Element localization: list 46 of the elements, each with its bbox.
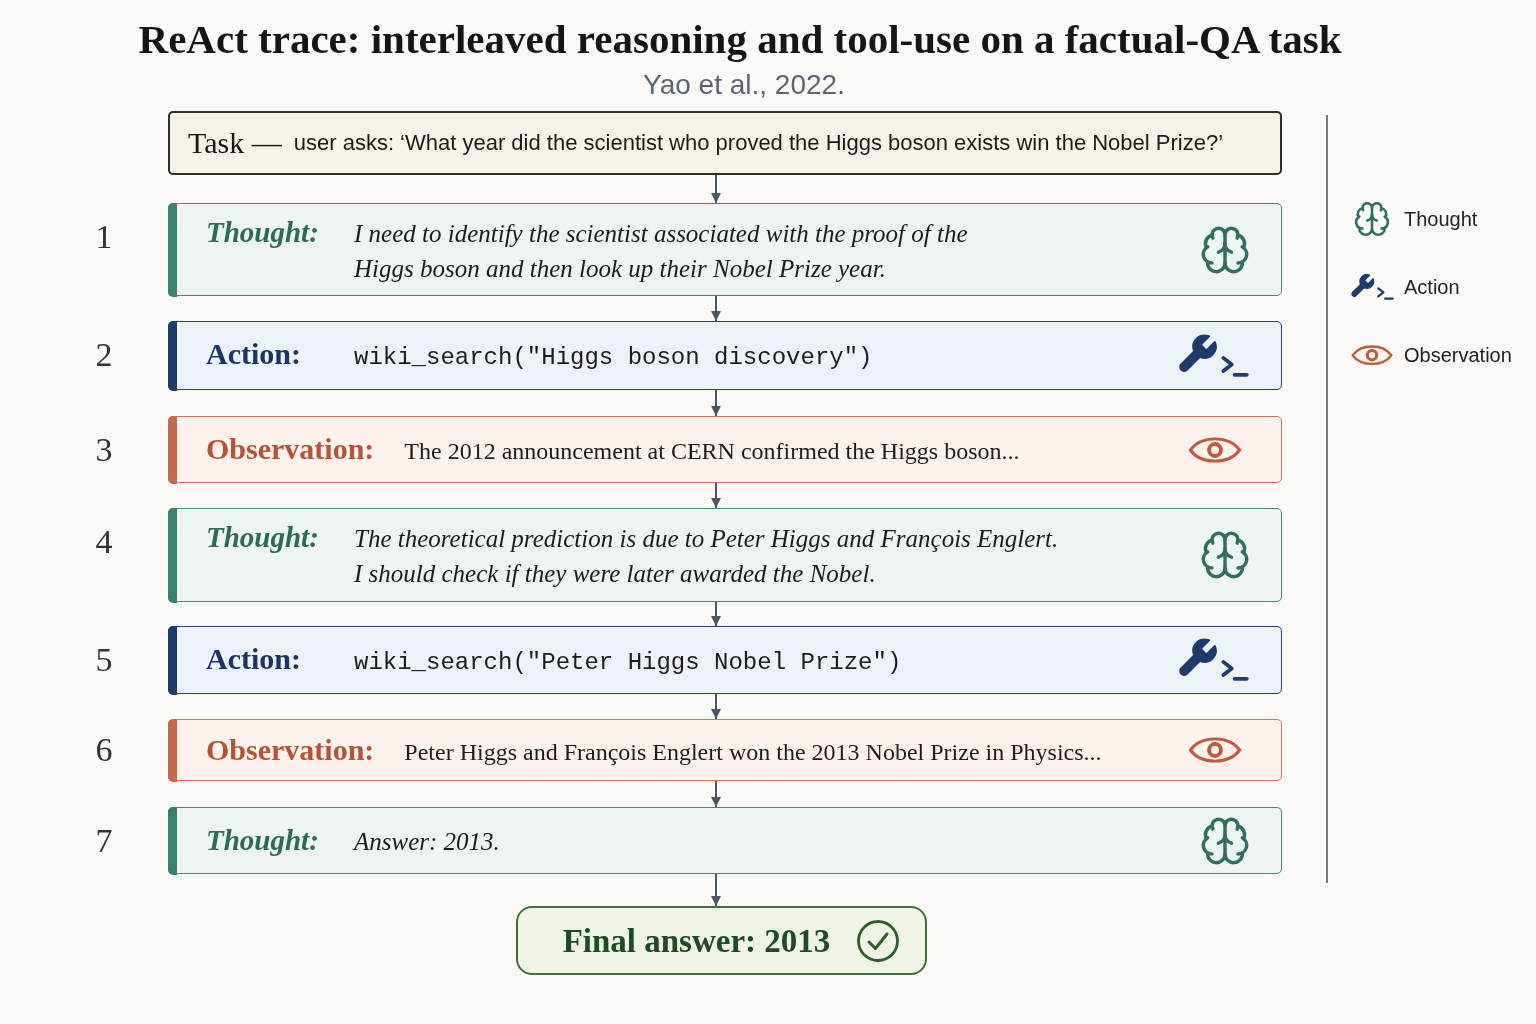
observation-box <box>168 416 1282 483</box>
action-box <box>168 321 1282 390</box>
arrow <box>711 601 721 627</box>
arrow <box>711 780 721 808</box>
thought-text: The theoretical prediction is due to Peter Higgs and François Englert. I should check if they were later awarded the Nobel. <box>354 524 1060 589</box>
arrow <box>711 389 721 417</box>
step-label: Thought: <box>206 520 320 555</box>
task-heading: Task — <box>188 125 282 161</box>
thought-text: I need to identify the scientist associated with the proof of the Higgs boson and then look up their Nobel Prize year. <box>354 218 969 284</box>
diagram-title: ReAct trace: interleaved reasoning and tool-use on a factual-QA task <box>138 15 1342 64</box>
step-number: 4 <box>94 522 114 562</box>
observation-text: Peter Higgs and François Englert won the 2013 Nobel Prize in Physics... <box>404 737 1102 767</box>
task-question: user asks: ‘What year did the scientist who proved the Higgs boson exists win the Nobel Prize?’ <box>293 129 1224 157</box>
arrow <box>711 174 721 204</box>
step-label: Thought: <box>206 214 320 250</box>
step-number: 6 <box>94 730 114 770</box>
arrow <box>711 482 721 509</box>
citation-caption: Yao et al., 2022. <box>643 68 845 102</box>
action-code: wiki_search("Higgs boson discovery") <box>354 343 873 373</box>
step-label: Thought: <box>206 823 320 858</box>
arrow <box>711 295 721 322</box>
step-number: 2 <box>94 335 114 375</box>
legend-label: Thought <box>1404 207 1478 232</box>
step-number: 7 <box>94 820 114 861</box>
step-label: Action: <box>206 640 302 677</box>
step-label: Observation: <box>206 731 375 768</box>
thought-box <box>168 508 1282 602</box>
task-box <box>168 111 1282 175</box>
legend-label: Action <box>1404 275 1460 300</box>
observation-text: The 2012 announcement at CERN confirmed the Higgs boson... <box>404 437 1020 466</box>
thought-box <box>168 203 1282 296</box>
step-label: Action: <box>206 336 302 372</box>
thought-box <box>168 807 1282 874</box>
observation-box <box>168 719 1282 781</box>
step-number: 5 <box>94 640 114 680</box>
thought-text: Answer: 2013. <box>354 827 500 857</box>
arrow <box>711 873 721 907</box>
final-answer-box <box>516 906 927 975</box>
step-number: 3 <box>94 429 114 470</box>
arrow <box>711 693 721 720</box>
action-box <box>168 626 1282 694</box>
legend-label: Observation <box>1404 343 1512 368</box>
step-label: Observation: <box>206 431 375 467</box>
final-answer-text: Final answer: 2013 <box>562 921 831 961</box>
action-code: wiki_search("Peter Higgs Nobel Prize") <box>354 647 902 678</box>
step-number: 1 <box>94 217 114 257</box>
